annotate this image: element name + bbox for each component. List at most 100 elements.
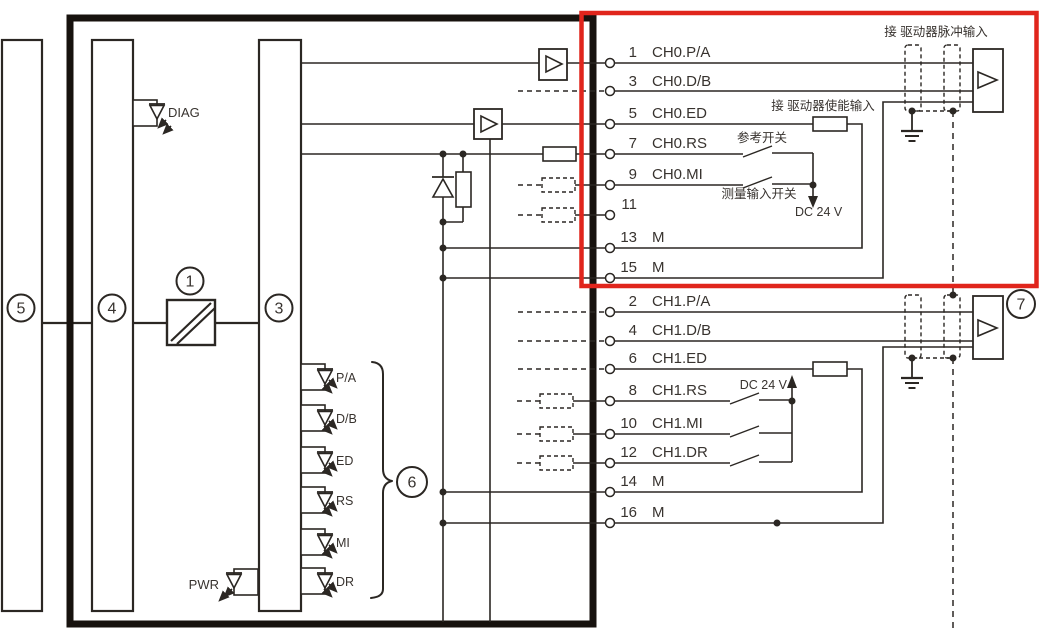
- callout-3-circle: [264, 293, 294, 323]
- module-outline: [66, 14, 597, 628]
- enable-input-header: 接 驱动器使能输入: [771, 98, 875, 113]
- ch0-cable-shield-icon: [904, 44, 961, 112]
- led-diag: [132, 99, 174, 135]
- ch0-wires: [301, 62, 973, 279]
- internal-logic-bar: [257, 38, 303, 613]
- reference-switch-label: 参考开关: [737, 130, 787, 145]
- led-group-brace: [370, 361, 393, 599]
- pulse-input-header: 接 驱动器脉冲输入: [884, 24, 988, 39]
- pin-num: 9: [629, 166, 637, 183]
- callout-3: 3: [275, 301, 284, 318]
- callout-1-circle: [175, 266, 205, 296]
- callout-7-circle: [1006, 289, 1036, 319]
- ch0-enable-driver-icon: [473, 108, 503, 140]
- internal-ground-rails: [442, 139, 491, 622]
- led-dr: [300, 567, 338, 598]
- ch1-dc24-arrow-up-icon: [787, 375, 797, 388]
- callout-4-circle: [97, 293, 127, 323]
- pin-name: CH0.RS: [652, 135, 707, 152]
- pin-num: 4: [629, 322, 637, 339]
- pin-num: 3: [629, 73, 637, 90]
- ch1-terminal-pins: [604, 306, 616, 529]
- pin-name: M: [652, 473, 665, 490]
- ch0-ground-icon: [899, 109, 925, 143]
- ch0-enable-resistor: [812, 116, 848, 132]
- ch1-drive-amplifier-icon: [972, 295, 1004, 360]
- callout-circles: [6, 266, 1036, 498]
- pin-name: CH0.D/B: [652, 73, 711, 90]
- led-mi: [300, 528, 338, 559]
- callout-7: 7: [1017, 297, 1026, 314]
- ch1-pin-labels: 2 CH1.P/A 4 CH1.D/B 6 CH1.ED 8 CH1.RS 10…: [620, 293, 711, 521]
- pin-name: M: [652, 229, 665, 246]
- ch1-optional-block-rs: [539, 393, 574, 409]
- pin-name: M: [652, 504, 665, 521]
- led-label-dr: DR: [336, 575, 354, 589]
- internal-resistor: [455, 171, 472, 208]
- pin-num: 5: [629, 105, 637, 122]
- callout-6-circle: [396, 466, 428, 498]
- pin-num: 13: [620, 229, 637, 246]
- shield-rail-bar: [0, 38, 44, 613]
- diag-led-label: DIAG: [168, 105, 200, 120]
- ch0-terminal-pins: [604, 57, 616, 284]
- pwr-led-label: PWR: [189, 577, 219, 592]
- pin-name: CH1.MI: [652, 415, 703, 432]
- ch1-cable-shield-icon: [904, 294, 961, 359]
- isolation-block: [165, 298, 217, 347]
- diagram-text: 5 4 1 3 6 7 DIAG PWR P/A D/B ED RS MI DR…: [17, 24, 1026, 592]
- led-ed: [300, 446, 338, 477]
- channel-led-stack: [300, 363, 338, 598]
- pin-num: 7: [629, 135, 637, 152]
- led-rs: [300, 486, 338, 517]
- led-db: [300, 404, 338, 435]
- led-label-pa: P/A: [336, 371, 357, 385]
- pin-name: M: [652, 259, 665, 276]
- callout-5: 5: [17, 301, 26, 318]
- pin-name: CH1.RS: [652, 382, 707, 399]
- measuring-switch-label: 测量输入开关: [721, 186, 796, 201]
- ch0-optional-block-mi: [541, 177, 576, 193]
- suppressor-diode-icon: [431, 176, 455, 198]
- led-label-mi: MI: [336, 536, 350, 550]
- ch0-drive-amplifier-icon: [972, 48, 1004, 113]
- ch1-optional-block-dr: [539, 455, 574, 471]
- callout-4: 4: [108, 301, 117, 318]
- ch0-series-resistor: [542, 146, 577, 162]
- ch1-optional-block-mi: [539, 426, 574, 442]
- ch0-dc24-label: DC 24 V: [795, 205, 843, 219]
- led-label-rs: RS: [336, 494, 353, 508]
- pin-num: 10: [620, 415, 637, 432]
- ch1-enable-resistor: [812, 361, 848, 377]
- junction-dots: [439, 107, 957, 527]
- led-label-db: D/B: [336, 412, 357, 426]
- pin-name: CH1.P/A: [652, 293, 710, 310]
- ch0-highlight-box: [579, 10, 1039, 289]
- callout-5-circle: [6, 293, 36, 323]
- ch0-output-driver-icon: [538, 48, 568, 81]
- pin-name: CH0.ED: [652, 105, 707, 122]
- ch0-dc24-arrow-down-icon: [808, 196, 818, 208]
- led-label-ed: ED: [336, 454, 353, 468]
- pin-num: 12: [620, 444, 637, 461]
- ch0-pin-labels: 1 CH0.P/A 3 CH0.D/B 5 CH0.ED 7 CH0.RS 9 …: [620, 44, 711, 276]
- ch1-dc24-label: DC 24 V: [740, 378, 788, 392]
- pin-num: 15: [620, 259, 637, 276]
- pin-num: 11: [621, 196, 637, 213]
- ch1-wires: [443, 311, 973, 524]
- pin-num: 8: [629, 382, 637, 399]
- callout-1: 1: [186, 274, 195, 291]
- pin-name: CH0.MI: [652, 166, 703, 183]
- backplane-bus-bar: [90, 38, 135, 613]
- pin-num: 6: [629, 350, 637, 367]
- pin-name: CH1.D/B: [652, 322, 711, 339]
- led-pwr: [218, 568, 259, 602]
- pin-num: 16: [620, 504, 637, 521]
- pin-num: 2: [629, 293, 637, 310]
- led-pa: [300, 363, 338, 394]
- pin-num: 14: [620, 473, 637, 490]
- pin-num: 1: [629, 44, 637, 61]
- pin-name: CH1.DR: [652, 444, 708, 461]
